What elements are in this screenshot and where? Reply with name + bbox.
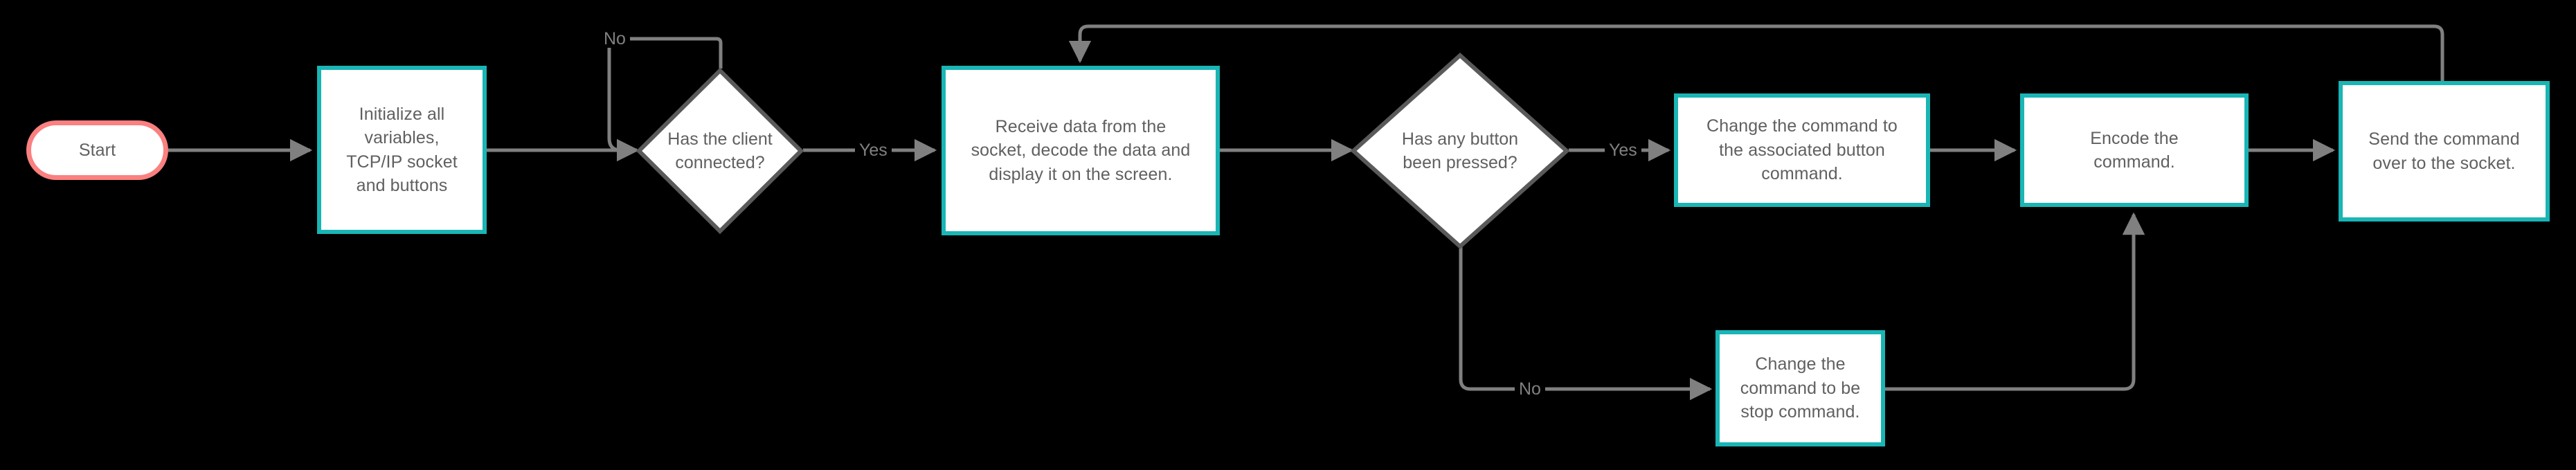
node-stop-command[interactable]: Change the command to be stop command.	[1715, 330, 1885, 446]
node-client-connected[interactable]: Has the client connected?	[636, 67, 804, 235]
node-initialize-label: Initialize all variables, TCP/IP socket …	[346, 104, 458, 196]
edge-label-connected-yes: Yes	[855, 142, 892, 159]
edge-label-pressed-no: No	[1515, 381, 1545, 398]
node-start[interactable]: Start	[26, 120, 168, 180]
edge-send-feedback-to-receive	[1068, 24, 2444, 82]
node-stop-command-label: Change the command to be stop command.	[1740, 354, 1861, 422]
node-receive-data[interactable]: Receive data from the socket, decode the…	[942, 66, 1220, 235]
node-encode-command-label: Encode the command.	[2090, 128, 2179, 172]
node-receive-data-label: Receive data from the socket, decode the…	[971, 116, 1191, 184]
node-initialize[interactable]: Initialize all variables, TCP/IP socket …	[317, 66, 487, 234]
edge-stop-to-encode	[1885, 212, 2145, 391]
node-send-command[interactable]: Send the command over to the socket.	[2339, 81, 2550, 222]
node-send-command-label: Send the command over to the socket.	[2368, 129, 2520, 173]
edge-label-connected-no: No	[600, 30, 630, 48]
node-change-to-button-command-label: Change the command to the associated but…	[1706, 116, 1898, 184]
node-encode-command[interactable]: Encode the command.	[2020, 93, 2249, 207]
edge-label-pressed-yes: Yes	[1605, 142, 1641, 159]
client-connected-diamond-shape	[636, 67, 804, 235]
node-start-label: Start	[78, 140, 116, 160]
node-button-pressed[interactable]: Has any button been pressed?	[1350, 52, 1570, 250]
button-pressed-diamond-shape	[1350, 52, 1570, 250]
node-change-to-button-command[interactable]: Change the command to the associated but…	[1674, 93, 1930, 207]
edge-button-decision-no	[1459, 247, 1713, 401]
